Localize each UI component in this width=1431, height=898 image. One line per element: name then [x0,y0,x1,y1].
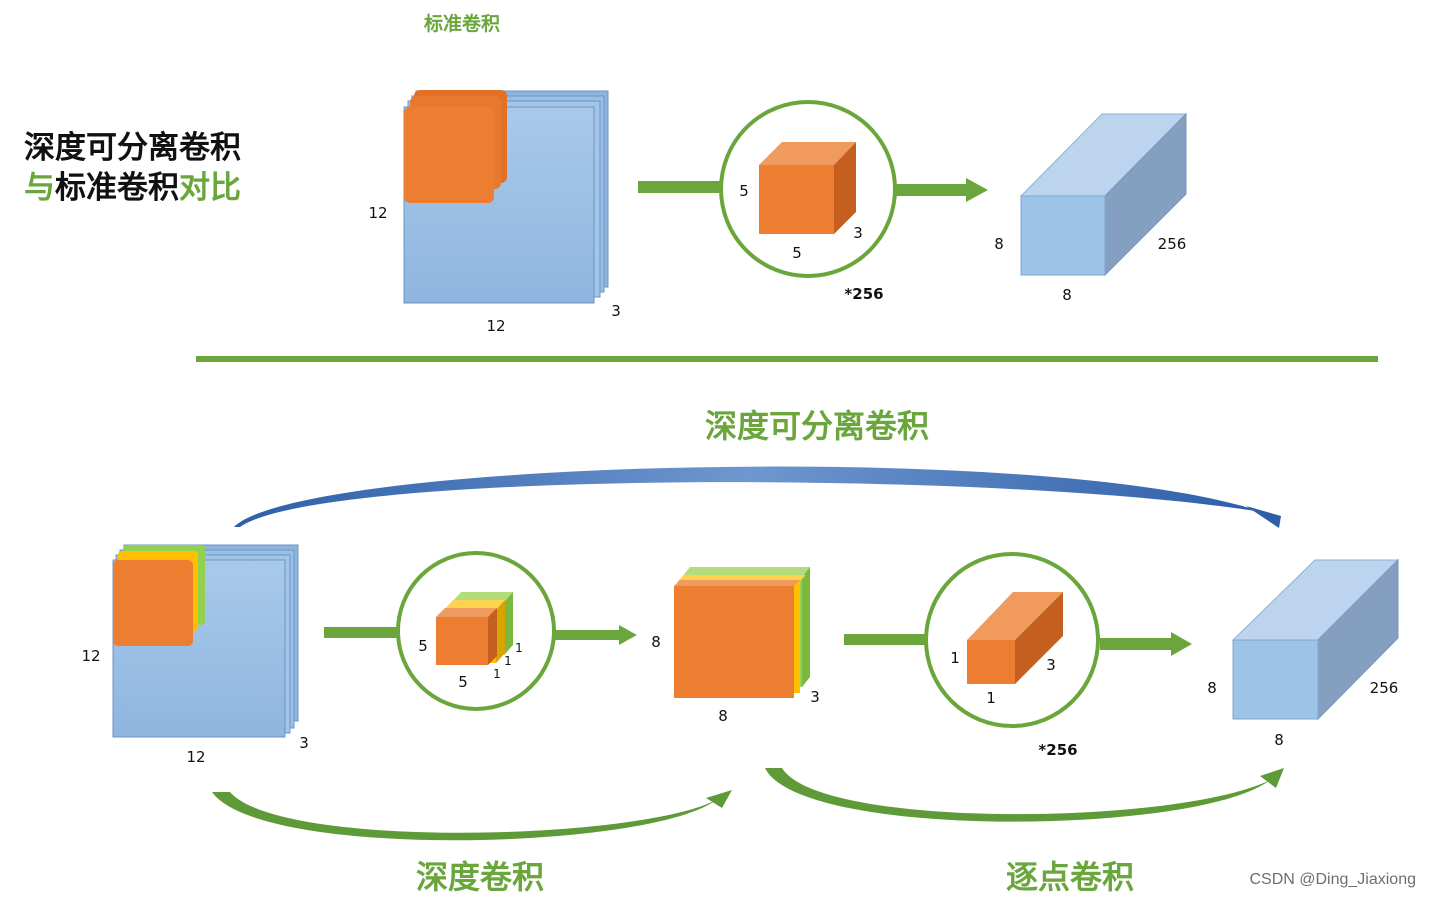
top-kernel-count: *256 [844,285,883,303]
watermark: CSDN @Ding_Jiaxiong [1249,871,1416,888]
side-title-yu: 与 [24,170,55,206]
top-kernel-depth: 3 [853,224,863,242]
top-output-height: 8 [994,235,1004,253]
pw-kernel-height: 1 [950,649,960,667]
mid-width: 8 [718,707,728,725]
depthwise-arc-arrow [212,790,732,841]
bottom-input-height: 12 [81,647,100,665]
side-title-line1: 深度可分离卷积 [24,130,241,166]
top-input-height: 12 [368,204,387,222]
pw-kernel-depth: 3 [1046,656,1056,674]
bottom-output-depth: 256 [1370,679,1399,697]
side-title-standard: 标准卷积 [55,170,179,206]
dw-kernel-height: 5 [418,637,428,655]
pw-kernel-width: 1 [986,689,996,707]
pointwise-arc-arrow [765,768,1284,822]
mid-volume [674,567,810,698]
pw-kernel-count: *256 [1038,741,1077,759]
dw-kernel-width: 5 [458,673,468,691]
depthwise-label: 深度卷积 [416,858,544,896]
top-arrow-out [895,178,988,202]
top-output-depth: 256 [1158,235,1187,253]
depthwise-kernel-circle [396,551,556,711]
separable-arc-arrow [234,466,1281,528]
top-output-volume [1019,112,1188,277]
bottom-input-depth: 3 [299,734,309,752]
bottom-output-width: 8 [1274,731,1284,749]
section-divider [196,356,1378,362]
top-kernel-width: 5 [792,244,802,262]
top-caption: 标准卷积 [424,12,500,35]
pointwise-kernel-circle [924,552,1100,728]
bottom-input-volume [112,544,299,738]
dw-kernel-depth-2: 1 [504,654,512,668]
bottom-arrow-1 [324,627,400,638]
top-input-width: 12 [486,317,505,335]
dw-kernel-depth-3: 1 [515,641,523,655]
dw-kernel-depth-1: 1 [493,667,501,681]
bottom-arrow-2 [554,625,637,645]
mid-depth: 3 [810,688,820,706]
bottom-arrow-3 [844,634,928,645]
side-title-compare: 对比 [179,170,241,206]
mid-height: 8 [651,633,661,651]
top-input-depth: 3 [611,302,621,320]
pointwise-label: 逐点卷积 [1006,858,1134,896]
bottom-arrow-4 [1100,632,1192,656]
bottom-input-width: 12 [186,748,205,766]
top-arrow-in [638,181,722,193]
top-kernel-height: 5 [739,182,749,200]
side-title-line2: 与标准卷积对比 [24,170,241,206]
bottom-output-volume [1231,558,1400,721]
bottom-title: 深度可分离卷积 [705,407,929,445]
bottom-output-height: 8 [1207,679,1217,697]
top-output-width: 8 [1062,286,1072,304]
top-input-volume [403,90,609,304]
